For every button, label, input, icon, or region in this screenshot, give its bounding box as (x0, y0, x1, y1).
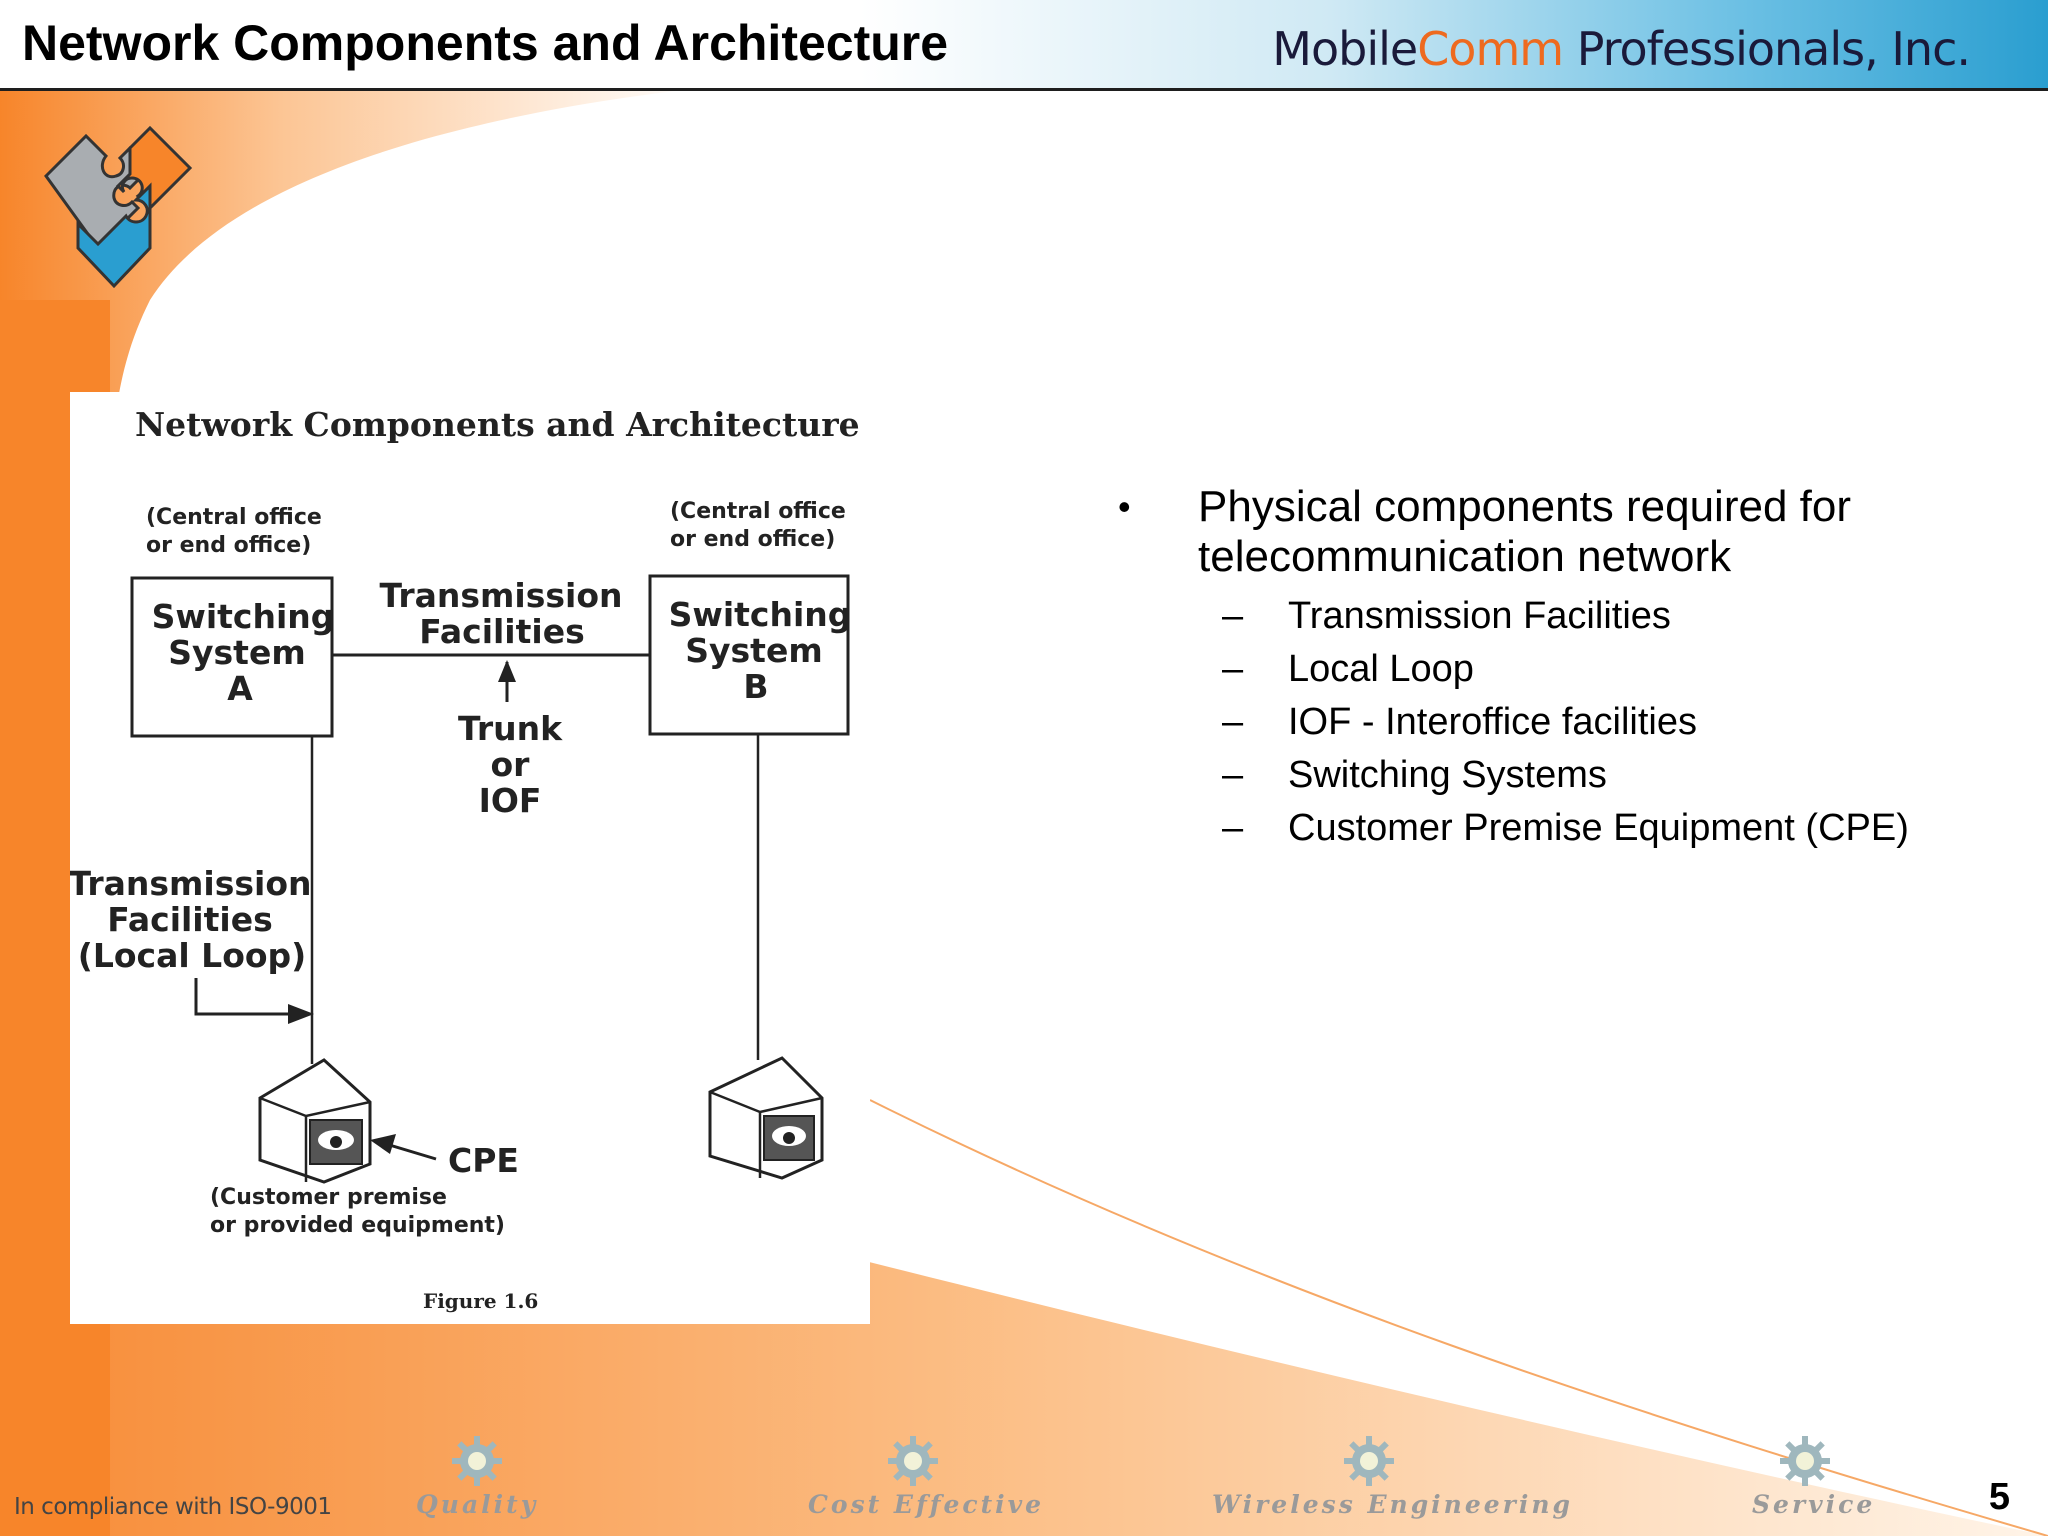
co-right-line2: or end office) (670, 527, 835, 552)
sub-bullet-dash: – (1222, 701, 1244, 743)
tagline-cost-effective: Cost Effective (808, 1490, 1045, 1519)
cpe-arrow-head (370, 1134, 396, 1154)
brand-part-2: Comm (1417, 22, 1564, 76)
switch-b-line2: System (685, 631, 822, 670)
gear-icon (1780, 1436, 1830, 1486)
switch-a-line2: System (168, 633, 305, 672)
trunk-line2: or (491, 745, 531, 784)
sub-bullet-item: – Local Loop (1118, 643, 1998, 696)
sub-bullet-item: – Switching Systems (1118, 749, 1998, 802)
sub-bullet-item: – Customer Premise Equipment (CPE) (1118, 802, 1998, 855)
local-line1: Transmission (70, 864, 312, 903)
cpe-label: CPE (448, 1141, 519, 1180)
figure-title: Network Components and Architecture (135, 405, 860, 444)
switching-system-a-box (130, 576, 334, 738)
gear-icon (452, 1436, 502, 1486)
local-loop-arrow-head (288, 1004, 314, 1024)
co-right-line1: (Central office (670, 499, 846, 524)
cpe-arrow-line (385, 1142, 437, 1161)
trunk-line1: Trunk (458, 709, 563, 748)
switch-a-line1: Switching (152, 597, 335, 636)
figure-diagram: Network Components and Architecture (Cen… (70, 405, 860, 1313)
sub-bullet-text: Switching Systems (1288, 754, 1607, 796)
sub-bullet-text: Local Loop (1288, 648, 1474, 690)
switch-a-line3: A (227, 669, 253, 708)
figure-caption: Figure 1.6 (423, 1289, 538, 1313)
local-line2: Facilities (107, 900, 272, 939)
local-loop-arrow-line (194, 978, 296, 1016)
cpe-desc-line1: (Customer premise (210, 1185, 447, 1210)
local-line3: (Local Loop) (78, 936, 307, 975)
bullet-main: • Physical components required for telec… (1118, 482, 1998, 582)
sub-bullet-text: Transmission Facilities (1288, 595, 1671, 637)
sub-bullet-dash: – (1222, 595, 1244, 637)
trans-top-line2: Facilities (419, 612, 584, 651)
trans-top-line1: Transmission (379, 576, 622, 615)
trunk-line3: IOF (479, 781, 542, 820)
trunk-arrow-head (498, 660, 516, 682)
network-architecture-figure: Network Components and Architecture (Cen… (70, 392, 870, 1324)
switch-b-line1: Switching (669, 595, 852, 634)
co-left-line1: (Central office (146, 505, 322, 530)
tagline-quality: Quality (416, 1490, 539, 1519)
puzzle-logo-icon (44, 125, 193, 289)
co-left-line2: or end office) (146, 533, 311, 558)
tagline-wireless-engineering: Wireless Engineering (1212, 1490, 1573, 1519)
sub-bullet-dash: – (1222, 807, 1244, 849)
company-logo-text: MobileComm Professionals, Inc. (1272, 22, 1971, 76)
cpe-desc-line2: or provided equipment) (210, 1213, 505, 1238)
brand-part-3: Professionals, Inc. (1563, 22, 1971, 76)
gear-icon (888, 1436, 938, 1486)
house-a-icon (258, 1058, 372, 1184)
sub-bullet-text: Customer Premise Equipment (CPE) (1288, 807, 1909, 849)
sub-bullet-item: – IOF - Interoffice facilities (1118, 696, 1998, 749)
sub-bullet-list: – Transmission Facilities – Local Loop – IO… (1118, 590, 1998, 855)
switch-b-line3: B (743, 667, 768, 706)
bullet-dot: • (1118, 486, 1131, 527)
bullet-main-text: Physical components required for telecom… (1198, 482, 1851, 581)
sub-bullet-text: IOF - Interoffice facilities (1288, 701, 1697, 743)
house-b-icon (708, 1056, 824, 1180)
tagline-service: Service (1752, 1490, 1876, 1519)
header-bar: Network Components and Architecture Mobi… (0, 0, 2048, 91)
sub-bullet-dash: – (1222, 754, 1244, 796)
brand-part-1: Mobile (1272, 22, 1418, 76)
iso-compliance-text: In compliance with ISO-9001 (14, 1494, 332, 1520)
slide-title: Network Components and Architecture (22, 15, 949, 71)
page-number: 5 (1988, 1476, 2010, 1518)
sub-bullet-item: – Transmission Facilities (1118, 590, 1998, 643)
sub-bullet-dash: – (1222, 648, 1244, 690)
gear-icon (1344, 1436, 1394, 1486)
bullet-list: • Physical components required for telec… (1118, 482, 1998, 855)
